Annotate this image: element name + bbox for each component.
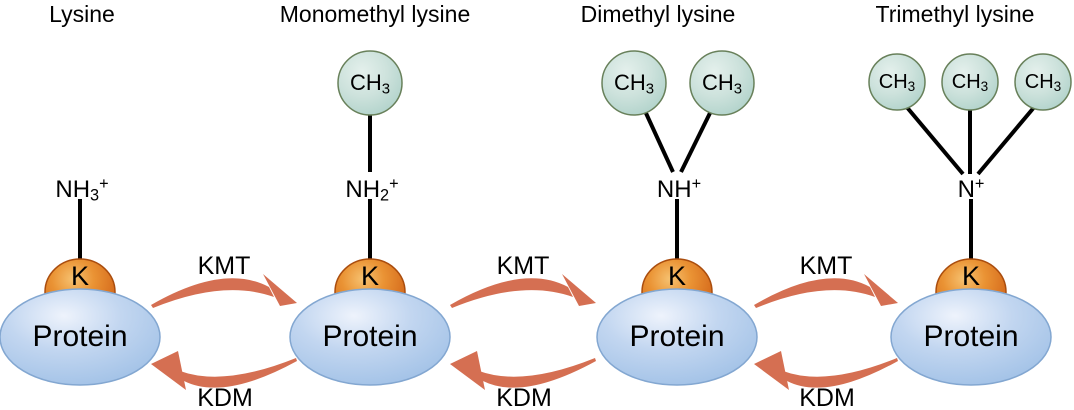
methyl-subscript: 3 bbox=[645, 80, 655, 98]
methyl-base: CH bbox=[951, 71, 981, 93]
protein-ellipse bbox=[890, 288, 1052, 386]
protein-ellipses bbox=[0, 288, 1052, 386]
methyl-label: CH3 bbox=[702, 70, 742, 102]
k-residue-label: K bbox=[70, 261, 90, 291]
methyl-circle bbox=[868, 53, 926, 111]
amine-base: N bbox=[957, 176, 975, 204]
column-title-monomethyl-lysine: Monomethyl lysine bbox=[279, 1, 471, 27]
amine-base: NH bbox=[345, 176, 381, 204]
amine-base: NH bbox=[656, 176, 692, 204]
kdm-label: KDM bbox=[197, 384, 253, 410]
protein-label: Protein bbox=[923, 320, 1019, 353]
protein-label: Protein bbox=[322, 320, 418, 353]
methyl-circle bbox=[337, 50, 403, 116]
column-title-lysine: Lysine bbox=[49, 1, 115, 27]
protein-ellipse bbox=[289, 288, 451, 386]
amine-subscript: 2 bbox=[380, 186, 390, 205]
methyl-base: CH bbox=[878, 71, 908, 93]
protein-ellipse bbox=[0, 288, 161, 386]
methyl-circle bbox=[689, 50, 755, 116]
kmt-label: KMT bbox=[496, 252, 550, 280]
amine-subscript: 3 bbox=[90, 186, 100, 205]
methyl-label: CH3 bbox=[879, 70, 915, 99]
methyl-circle bbox=[941, 53, 999, 111]
kdm-arrow-band bbox=[180, 358, 297, 388]
amine-charge: + bbox=[99, 175, 109, 193]
methyl-subscript: 3 bbox=[1053, 78, 1062, 94]
methyl-subscript: 3 bbox=[907, 78, 916, 94]
methyl-subscript: 3 bbox=[980, 78, 989, 94]
methyl-circle bbox=[601, 50, 667, 116]
methyl-subscript: 3 bbox=[381, 80, 391, 98]
amine-label-nh3: NH3+ bbox=[55, 170, 108, 210]
methyl-label: CH3 bbox=[952, 70, 988, 99]
k-residue-label: K bbox=[961, 261, 981, 291]
methyl-label: CH3 bbox=[614, 70, 654, 102]
kmt-arrow-band bbox=[151, 278, 274, 308]
methyl-base: CH bbox=[701, 70, 734, 95]
column-title-dimethyl-lysine: Dimethyl lysine bbox=[580, 1, 736, 27]
methyl-base: CH bbox=[1024, 71, 1054, 93]
amine-charge: + bbox=[691, 175, 702, 193]
amine-base: NH bbox=[55, 176, 91, 204]
k-residue-label: K bbox=[667, 261, 687, 291]
kdm-label: KDM bbox=[496, 384, 552, 410]
bond-methyl-amine bbox=[976, 103, 1038, 176]
kmt-label: KMT bbox=[799, 252, 853, 280]
methyl-base: CH bbox=[349, 70, 382, 95]
methyl-label: CH3 bbox=[350, 70, 390, 102]
bond-methyl-amine bbox=[679, 110, 713, 173]
protein-ellipse bbox=[596, 288, 758, 386]
amine-label-n: N+ bbox=[958, 170, 985, 210]
kmt-arrow-band bbox=[450, 278, 573, 308]
methyl-subscript: 3 bbox=[733, 80, 743, 98]
bond-methyl-amine bbox=[643, 110, 675, 173]
methyl-label: CH3 bbox=[1025, 70, 1061, 99]
methyl-base: CH bbox=[613, 70, 646, 95]
kmt-arrowhead bbox=[864, 274, 898, 306]
kmt-arrowhead bbox=[562, 274, 596, 306]
methyl-circles bbox=[337, 50, 1072, 116]
kdm-arrowhead bbox=[151, 351, 186, 390]
kdm-arrowhead bbox=[754, 351, 789, 390]
amine-label-nh: NH+ bbox=[657, 170, 701, 210]
column-title-trimethyl-lysine: Trimethyl lysine bbox=[875, 1, 1035, 27]
k-residue-label: K bbox=[360, 261, 380, 291]
bond-lines bbox=[78, 103, 1038, 263]
amine-label-nh2: NH2+ bbox=[345, 170, 398, 210]
bond-methyl-amine bbox=[903, 103, 965, 176]
protein-label: Protein bbox=[629, 320, 725, 353]
kdm-label: KDM bbox=[799, 384, 855, 410]
kmt-arrowhead bbox=[263, 274, 297, 306]
methyl-circle bbox=[1014, 53, 1072, 111]
protein-label: Protein bbox=[32, 320, 128, 353]
kdm-arrow-band bbox=[783, 358, 898, 388]
amine-charge: + bbox=[974, 175, 985, 193]
kdm-arrowhead bbox=[450, 351, 485, 390]
kdm-arrow-band bbox=[479, 358, 596, 388]
kmt-label: KMT bbox=[197, 252, 251, 280]
amine-charge: + bbox=[389, 175, 399, 193]
kmt-arrow-band bbox=[754, 278, 875, 308]
reaction-arrows bbox=[151, 274, 898, 390]
